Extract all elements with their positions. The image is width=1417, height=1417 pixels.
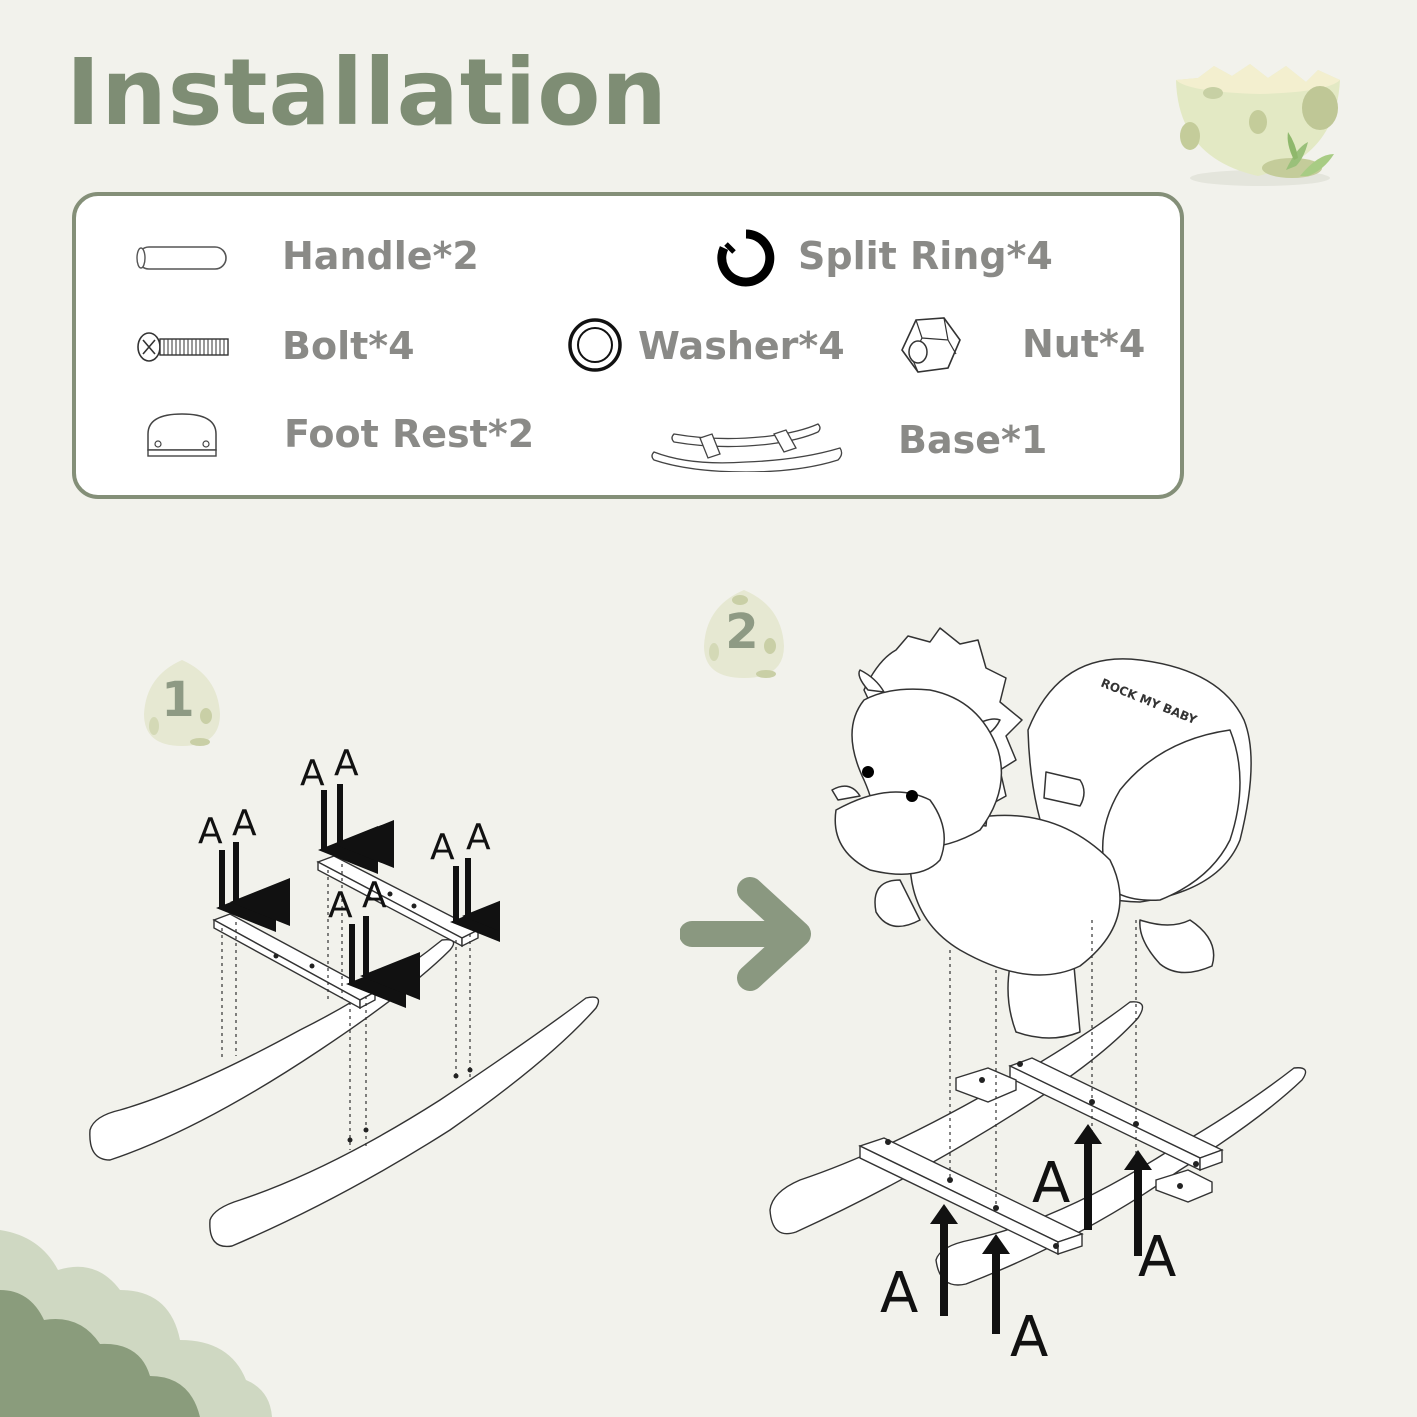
page-title: Installation xyxy=(66,39,668,146)
washer-label: Washer*4 xyxy=(638,324,845,368)
bush-decoration xyxy=(0,1230,272,1417)
bolt-icon xyxy=(137,332,229,362)
parts-list-panel: Handle*2 Split Ring*4 Bolt*4 Washer*4 Nu… xyxy=(72,192,1184,499)
step-2-egg-badge xyxy=(704,590,784,678)
handle-icon xyxy=(136,246,227,270)
base-label: Base*1 xyxy=(898,418,1048,462)
step-1-marker-a: A xyxy=(430,827,455,868)
step-1-marker-a: A xyxy=(334,743,359,784)
foot-rest-label: Foot Rest*2 xyxy=(284,412,535,456)
step-1-marker-a: A xyxy=(328,885,353,926)
step-2-marker-a: A xyxy=(880,1261,919,1326)
step-1-marker-a: A xyxy=(362,875,387,916)
step-1-egg-badge xyxy=(144,660,220,746)
step-1-bolt-arrows xyxy=(216,784,500,1008)
washer-icon xyxy=(568,318,622,372)
nut-icon xyxy=(901,317,961,373)
step-2-marker-a: A xyxy=(1138,1225,1177,1290)
step-1-number: 1 xyxy=(161,672,195,728)
split-ring-icon xyxy=(717,229,775,287)
egg-shell-decoration xyxy=(1176,64,1340,186)
step-1-marker-a: A xyxy=(300,753,325,794)
foot-rest-icon xyxy=(147,413,217,457)
next-step-arrow-icon xyxy=(680,877,811,991)
bolt-label: Bolt*4 xyxy=(282,324,415,368)
step-2-number: 2 xyxy=(725,604,759,660)
step-2-bolt-arrows xyxy=(930,1124,1152,1334)
base-icon xyxy=(651,423,843,472)
step-2-marker-a: A xyxy=(1010,1305,1049,1370)
step-2-marker-a: A xyxy=(1032,1151,1071,1216)
split-ring-label: Split Ring*4 xyxy=(798,234,1053,278)
step-1-marker-a: A xyxy=(232,803,257,844)
nut-label: Nut*4 xyxy=(1022,322,1146,366)
step-1-marker-a: A xyxy=(198,811,223,852)
step-1-marker-a: A xyxy=(466,817,491,858)
handle-label: Handle*2 xyxy=(282,234,479,278)
step-2-dinosaur-rocker-diagram: ROCK MY BABY xyxy=(769,627,1307,1286)
